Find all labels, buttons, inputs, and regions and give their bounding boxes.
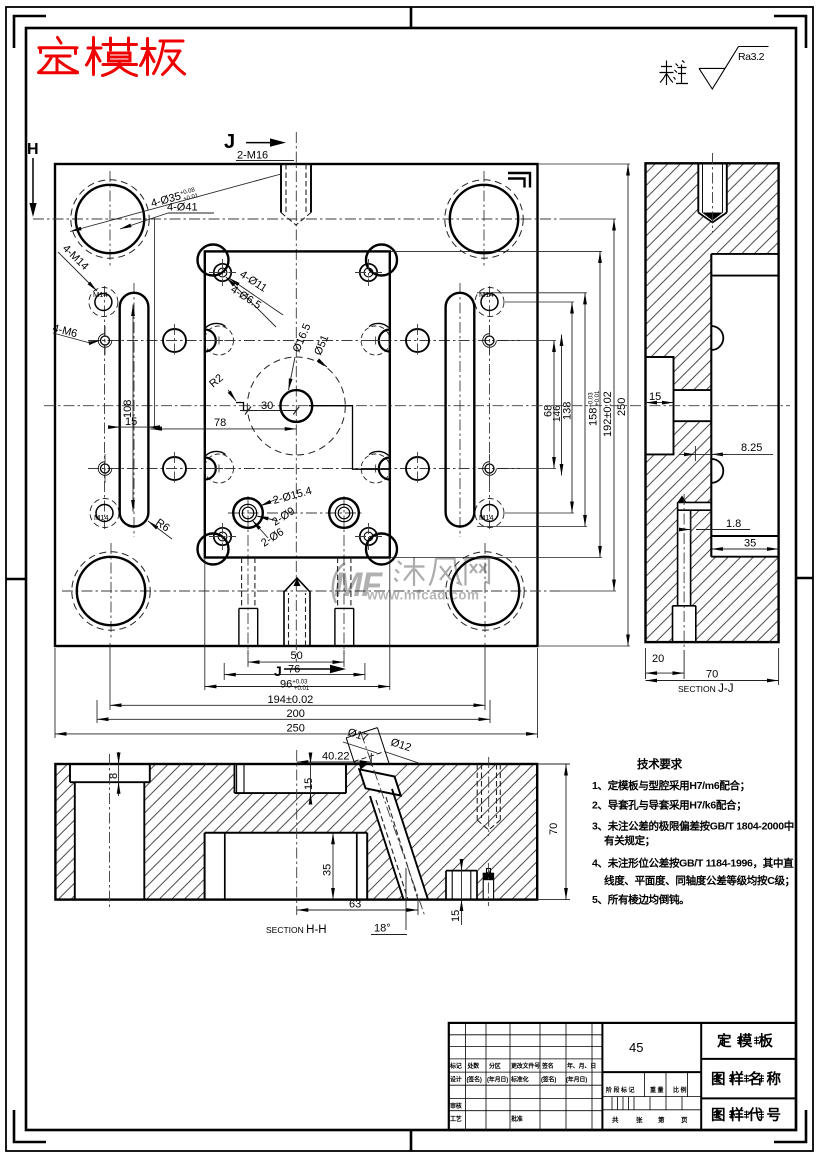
svg-text:M14: M14 xyxy=(94,513,109,522)
svg-text:H: H xyxy=(27,141,39,158)
svg-text:设计: 设计 xyxy=(450,1076,462,1084)
svg-text:20: 20 xyxy=(652,653,664,665)
svg-text:35: 35 xyxy=(744,538,756,550)
svg-text:1、定模板与型腔采用H7/m6配合；: 1、定模板与型腔采用H7/m6配合； xyxy=(592,779,750,792)
svg-text:40.22: 40.22 xyxy=(322,751,350,763)
svg-text:SECTION H-H: SECTION H-H xyxy=(266,924,327,936)
svg-text:M14: M14 xyxy=(479,513,494,522)
svg-text:138: 138 xyxy=(562,402,574,420)
svg-text:18°: 18° xyxy=(374,923,391,935)
svg-text:35: 35 xyxy=(322,864,334,876)
svg-text:30: 30 xyxy=(261,400,273,412)
svg-text:200: 200 xyxy=(287,708,305,720)
svg-text:年、月、日: 年、月、日 xyxy=(567,1062,596,1070)
svg-text:8: 8 xyxy=(108,773,120,779)
svg-text:处数: 处数 xyxy=(467,1062,481,1070)
svg-text:70: 70 xyxy=(548,823,560,835)
svg-text:70: 70 xyxy=(706,669,718,681)
svg-text:J: J xyxy=(224,131,235,153)
svg-text:45: 45 xyxy=(629,1040,643,1055)
svg-text:146: 146 xyxy=(552,405,563,422)
svg-text:线度、平面度、同轴度公差等级均按C级；: 线度、平面度、同轴度公差等级均按C级； xyxy=(604,874,795,887)
svg-text:工艺: 工艺 xyxy=(450,1115,462,1123)
svg-text:96+0.03+0.01: 96+0.03+0.01 xyxy=(280,679,310,692)
svg-text:194±0.02: 194±0.02 xyxy=(268,694,314,706)
svg-text:5、所有棱边均倒钝。: 5、所有棱边均倒钝。 xyxy=(592,893,689,906)
svg-text:2-M16: 2-M16 xyxy=(237,150,268,162)
svg-text:(签名): (签名) xyxy=(541,1076,556,1084)
svg-text:共: 共 xyxy=(612,1115,619,1124)
svg-text:2、导套孔与导套采用H7/k6配合；: 2、导套孔与导套采用H7/k6配合； xyxy=(592,799,746,812)
svg-text:250: 250 xyxy=(616,398,628,416)
svg-text:15: 15 xyxy=(303,778,315,790)
svg-text:定模板: 定模板 xyxy=(717,1032,779,1050)
svg-text:重量: 重量 xyxy=(650,1086,665,1094)
svg-text:审核: 审核 xyxy=(450,1102,462,1110)
svg-text:4、未注形位公差按GB/T 1184-1996，其中直: 4、未注形位公差按GB/T 1184-1996，其中直 xyxy=(592,857,794,870)
svg-text:68: 68 xyxy=(543,405,555,417)
svg-text:页: 页 xyxy=(681,1116,688,1124)
svg-text:技术要求: 技术要求 xyxy=(637,757,683,771)
svg-text:250: 250 xyxy=(287,723,305,735)
svg-text:有关规定；: 有关规定； xyxy=(604,834,655,847)
svg-text:签名: 签名 xyxy=(541,1062,554,1070)
svg-text:192±0.02: 192±0.02 xyxy=(602,391,614,437)
svg-text:标记: 标记 xyxy=(449,1062,462,1070)
svg-text:15: 15 xyxy=(125,416,137,428)
svg-text:3、未注公差的极限偏差按GB/T 1804-2000中: 3、未注公差的极限偏差按GB/T 1804-2000中 xyxy=(592,820,794,833)
svg-text:(年月日): (年月日) xyxy=(487,1076,508,1084)
svg-text:108: 108 xyxy=(122,400,134,418)
svg-text:批准: 批准 xyxy=(511,1115,523,1123)
svg-text:78: 78 xyxy=(214,417,226,429)
svg-text:第: 第 xyxy=(658,1115,665,1124)
svg-text:63: 63 xyxy=(349,899,361,911)
svg-text:张: 张 xyxy=(636,1115,643,1124)
svg-text:4-Ø41: 4-Ø41 xyxy=(167,202,198,214)
svg-text:标准化: 标准化 xyxy=(510,1076,529,1084)
svg-text:分区: 分区 xyxy=(489,1062,501,1070)
svg-text:M14: M14 xyxy=(93,290,108,299)
svg-text:MF: MF xyxy=(334,566,383,604)
svg-text:(年月日): (年月日) xyxy=(566,1076,587,1084)
svg-text:更改文件号: 更改文件号 xyxy=(511,1062,540,1070)
svg-text:(签名): (签名) xyxy=(467,1076,482,1084)
svg-text:比例: 比例 xyxy=(673,1086,688,1094)
svg-text:50: 50 xyxy=(291,650,303,662)
svg-text:158+0.03+0.01: 158+0.03+0.01 xyxy=(588,390,601,426)
svg-text:阶段标记: 阶段标记 xyxy=(606,1086,636,1094)
svg-text:Ra3.2: Ra3.2 xyxy=(738,51,765,63)
svg-text:15: 15 xyxy=(450,910,462,922)
svg-text:SECTION J-J: SECTION J-J xyxy=(678,683,734,695)
svg-text:1.8: 1.8 xyxy=(726,518,741,530)
svg-text:15: 15 xyxy=(649,391,661,403)
svg-text:M14: M14 xyxy=(479,290,494,299)
svg-text:8.25: 8.25 xyxy=(741,442,762,454)
svg-text:www.mfcad.com: www.mfcad.com xyxy=(366,588,480,603)
svg-text:J: J xyxy=(274,663,282,679)
